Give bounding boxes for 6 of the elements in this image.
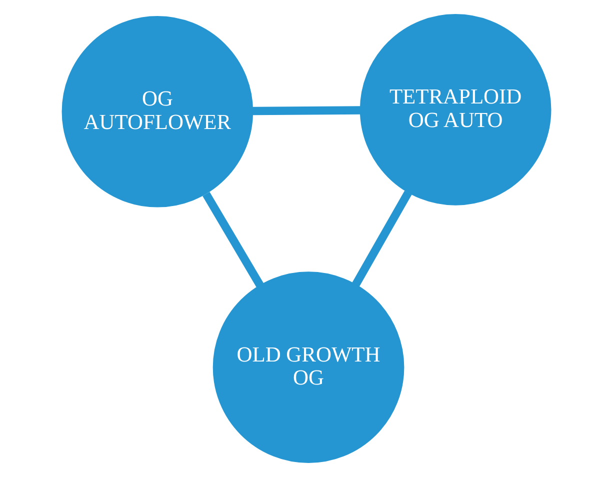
connector <box>252 106 360 116</box>
connector <box>202 192 264 288</box>
node-circle: OLD GROWTH OG <box>212 272 404 463</box>
node-circle: TETRAPLOID OG AUTO <box>359 14 551 206</box>
connector <box>352 190 412 287</box>
node-circle: OG AUTOFLOWER <box>61 16 253 208</box>
